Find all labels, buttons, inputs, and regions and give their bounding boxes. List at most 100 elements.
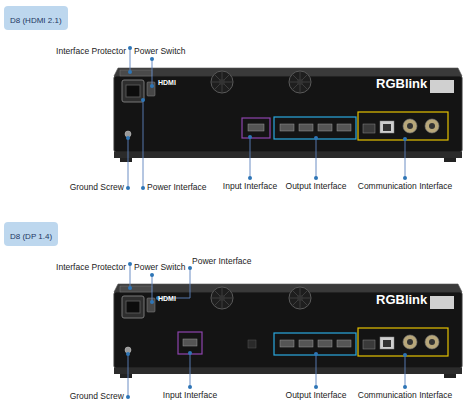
fan-hub [219,79,225,85]
interface-protector [120,70,152,76]
rs232-port [363,340,375,349]
rear-panel [114,76,462,152]
device-body [114,284,462,378]
callout-label: Output Interface [286,391,347,401]
power-socket [122,80,144,102]
bnc-port [425,335,439,349]
bnc-core [407,339,413,345]
leader-dot [248,176,252,180]
callout-label: Power Switch [134,263,186,273]
leader-line [158,268,190,298]
bottom-lip [114,152,462,158]
fan-hub [297,295,303,301]
device-marking: HDMI [158,295,176,303]
leader-line [152,59,153,86]
leader-dot [403,353,407,357]
hdmi-port [299,340,313,347]
output-box [274,117,356,139]
leader-dot [403,176,407,180]
fan-grille [211,287,233,309]
lan-port [380,337,394,349]
leader-dot [128,286,132,290]
hdmi-port [318,124,332,131]
leader-dot [188,385,192,389]
device-body [114,68,462,162]
callout-label: Communication Interface [358,182,453,192]
device-marking: RGBlink [376,293,427,308]
fan-grille [211,71,233,93]
foot [444,374,456,378]
power-socket-inner [126,301,140,313]
callout-label: Interface Protector [56,263,126,273]
callout-label: Output Interface [286,182,347,192]
leader-dot [128,46,132,50]
tab-title: D8 (HDMI 2.1) [10,16,62,25]
serial-sticker [430,296,454,309]
bnc-port [425,119,439,133]
input-box [178,332,202,354]
leader-dot [126,186,130,190]
leader-dot [314,136,318,140]
communication-box [358,112,448,140]
leader-line [405,139,406,178]
leader-dot [141,186,145,190]
fan-grille [289,71,311,93]
power-socket [122,296,144,318]
leader-dot [314,385,318,389]
power-socket-inner [126,85,140,97]
callout-label: Ground Screw [70,183,124,193]
leader-line [405,355,406,387]
top-cover [114,284,462,292]
callout-label: Interface Protector [56,47,126,57]
power-switch [147,82,155,96]
lan-socket [383,340,391,347]
foot [120,374,132,378]
lan-port [380,121,394,133]
callout-label: Input Interface [163,391,217,401]
bnc-core [407,123,413,129]
output-box [274,333,356,355]
bnc-core [429,123,435,129]
hdmi-port [337,340,351,347]
leader-dot [141,98,145,102]
serial-sticker [430,80,454,93]
leader-dot [126,136,130,140]
leader-dot [126,352,130,356]
bottom-lip [114,368,462,374]
callout-label: Power Interface [192,257,252,267]
fan-hub [297,79,303,85]
bnc-port [403,335,417,349]
leader-dot [314,176,318,180]
leader-line [130,264,131,288]
hdmi-port [280,124,294,131]
leader-dot [314,352,318,356]
hdmi-port [318,340,332,347]
bnc-core [429,339,435,345]
fan-hub [219,295,225,301]
fan-grille [289,287,311,309]
hdmi-port [248,124,264,131]
callout-label: Ground Screw [70,392,124,402]
leader-line [316,138,317,178]
leader-dot [126,395,130,399]
foot [444,158,456,162]
leader-dot [403,385,407,389]
leader-dot [150,84,154,88]
hdmi-port [280,340,294,347]
leader-dot [188,351,192,355]
variant-tab: D8 (DP 1.4) [4,222,58,246]
hdmi-port [337,124,351,131]
leader-line [143,100,144,188]
leader-dot [188,266,192,270]
foot [120,158,132,162]
lan-socket [383,124,391,131]
device-marking: RGBlink [376,77,427,92]
variant-tab: D8 (HDMI 2.1) [4,6,68,30]
leader-line [128,138,129,188]
leader-dot [150,300,154,304]
callout-label: Power Interface [147,183,207,193]
leader-dot [128,70,132,74]
bnc-port [403,119,417,133]
interface-protector [120,286,152,292]
